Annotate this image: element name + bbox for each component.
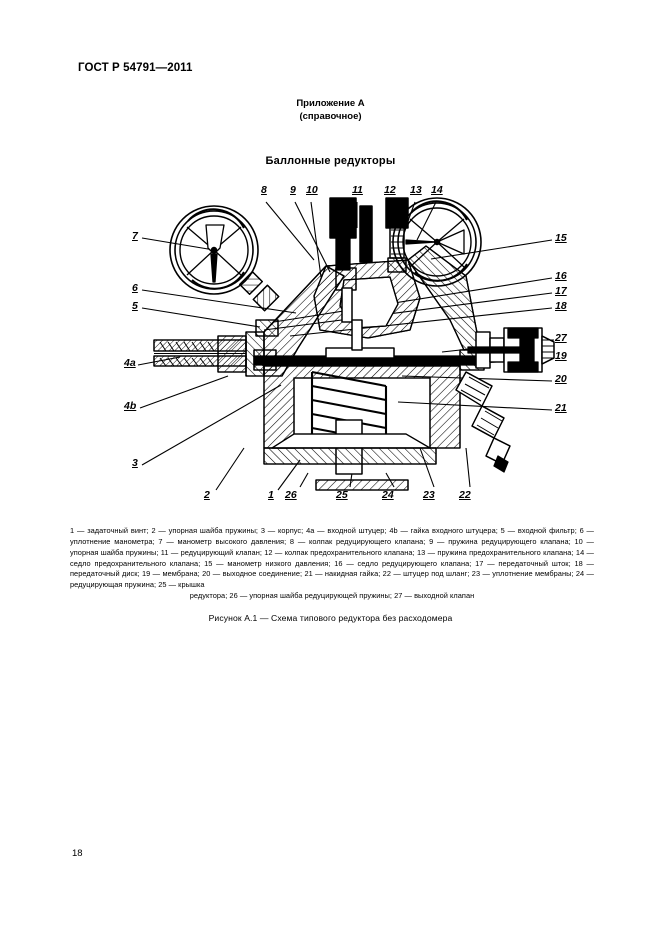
reducing-valve-assembly [329, 197, 373, 323]
inlet-connection [153, 319, 279, 377]
callout-12: 12 [384, 184, 396, 196]
callout-17: 17 [555, 285, 567, 297]
callout-27: 27 [555, 332, 567, 344]
callout-26: 26 [285, 489, 297, 501]
regulator-schematic-drawing [137, 197, 555, 491]
callout-18: 18 [555, 300, 567, 312]
callout-22: 22 [459, 489, 471, 501]
callout-25: 25 [336, 489, 348, 501]
figure-legend: 1 — задаточный винт; 2 — упорная шайба п… [70, 526, 594, 602]
callout-1: 1 [268, 489, 274, 501]
callout-23: 23 [423, 489, 435, 501]
appendix-title: Приложение А [296, 98, 365, 109]
callout-14: 14 [431, 184, 443, 196]
callout-24: 24 [382, 489, 394, 501]
low-pressure-gauge [392, 197, 482, 287]
callout-2: 2 [204, 489, 210, 501]
callout-9: 9 [290, 184, 296, 196]
appendix-subtitle: (справочное) [299, 111, 362, 122]
callout-19: 19 [555, 350, 567, 362]
figure-caption: Рисунок А.1 — Схема типового редуктора б… [208, 613, 453, 623]
page-number: 18 [72, 848, 83, 859]
outlet-assembly [455, 327, 555, 473]
callout-20: 20 [555, 373, 567, 385]
high-pressure-gauge [169, 205, 259, 295]
callout-15: 15 [555, 232, 567, 244]
callout-11: 11 [352, 184, 363, 196]
callout-8: 8 [261, 184, 267, 196]
page-title: Баллонные редукторы [265, 155, 396, 167]
running-head: ГОСТ Р 54791—2011 [78, 62, 193, 74]
regulator-cap-spring [263, 365, 461, 491]
appendix-heading: Приложение А (справочное) [0, 97, 661, 123]
callout-4b: 4b [124, 400, 137, 412]
callout-13: 13 [410, 184, 422, 196]
callout-21: 21 [555, 402, 567, 414]
legend-body: 1 — задаточный винт; 2 — упорная шайба п… [70, 526, 594, 590]
callout-16: 16 [555, 270, 567, 282]
legend-body-last-line: редуктора; 26 — упорная шайба редуцирующ… [189, 591, 475, 601]
callout-5: 5 [132, 300, 138, 312]
figure-a1: 8 9 10 11 12 13 14 7 6 5 4a 4b 3 15 16 1… [68, 180, 598, 510]
gauge-seal-left [239, 271, 280, 312]
callout-7: 7 [132, 230, 138, 242]
callout-10: 10 [306, 184, 318, 196]
callout-3: 3 [132, 457, 138, 469]
callout-6: 6 [132, 282, 138, 294]
callout-4a: 4a [124, 357, 136, 369]
